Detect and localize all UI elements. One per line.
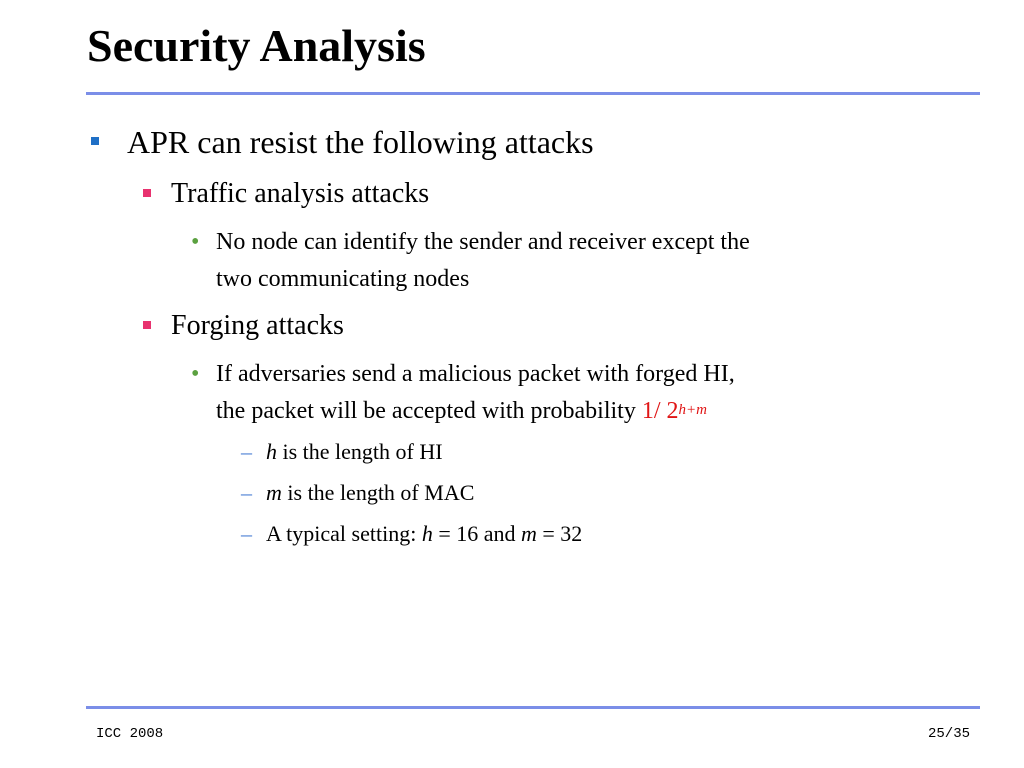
level3-dot-bullet: • [191, 361, 200, 387]
sub-item-setting: A typical setting: h = 16 and m = 32 [266, 520, 582, 548]
traffic-detail-line2: two communicating nodes [216, 266, 470, 292]
sub-item-m-var: m [266, 480, 282, 505]
formula-base: 1/ 2 [641, 398, 679, 424]
forging-detail-line2: the packet will be accepted with probabi… [216, 393, 707, 432]
sub-item-h-text: is the length of HI [277, 439, 443, 464]
setting-var-m: m [521, 521, 537, 546]
level4-dash-bullet: – [241, 439, 252, 464]
setting-prefix: A typical setting: [266, 521, 422, 546]
level2-square-bullet [143, 321, 151, 329]
probability-formula: 1/ 2h+m [642, 398, 707, 424]
formula-exponent: h+m [678, 402, 707, 418]
forging-detail-line1: If adversaries send a malicious packet w… [216, 361, 735, 387]
setting-mid: = 16 and [432, 521, 521, 546]
setting-var-h: h [421, 521, 433, 546]
footer-left: ICC 2008 [96, 726, 164, 742]
sub-item-h: h is the length of HI [266, 438, 443, 466]
footer-divider [86, 706, 980, 709]
level2-square-bullet [143, 189, 151, 197]
sub-item-m-text: is the length of MAC [281, 480, 475, 505]
sub-item-h-var: h [266, 439, 277, 464]
level3-dot-bullet: • [191, 229, 200, 255]
forging-heading: Forging attacks [171, 310, 344, 341]
title-divider [86, 92, 980, 95]
setting-end: = 32 [536, 521, 583, 546]
slide-title: Security Analysis [87, 20, 426, 71]
slide-number: 25/35 [928, 726, 971, 742]
traffic-detail-line1: No node can identify the sender and rece… [216, 229, 750, 255]
level1-text: APR can resist the following attacks [127, 124, 594, 160]
traffic-heading: Traffic analysis attacks [171, 178, 430, 209]
level1-square-bullet [91, 137, 99, 145]
level4-dash-bullet: – [241, 521, 252, 546]
forging-detail-line2-text: the packet will be accepted with probabi… [216, 398, 642, 424]
level4-dash-bullet: – [241, 480, 252, 505]
sub-item-m: m is the length of MAC [266, 479, 474, 507]
